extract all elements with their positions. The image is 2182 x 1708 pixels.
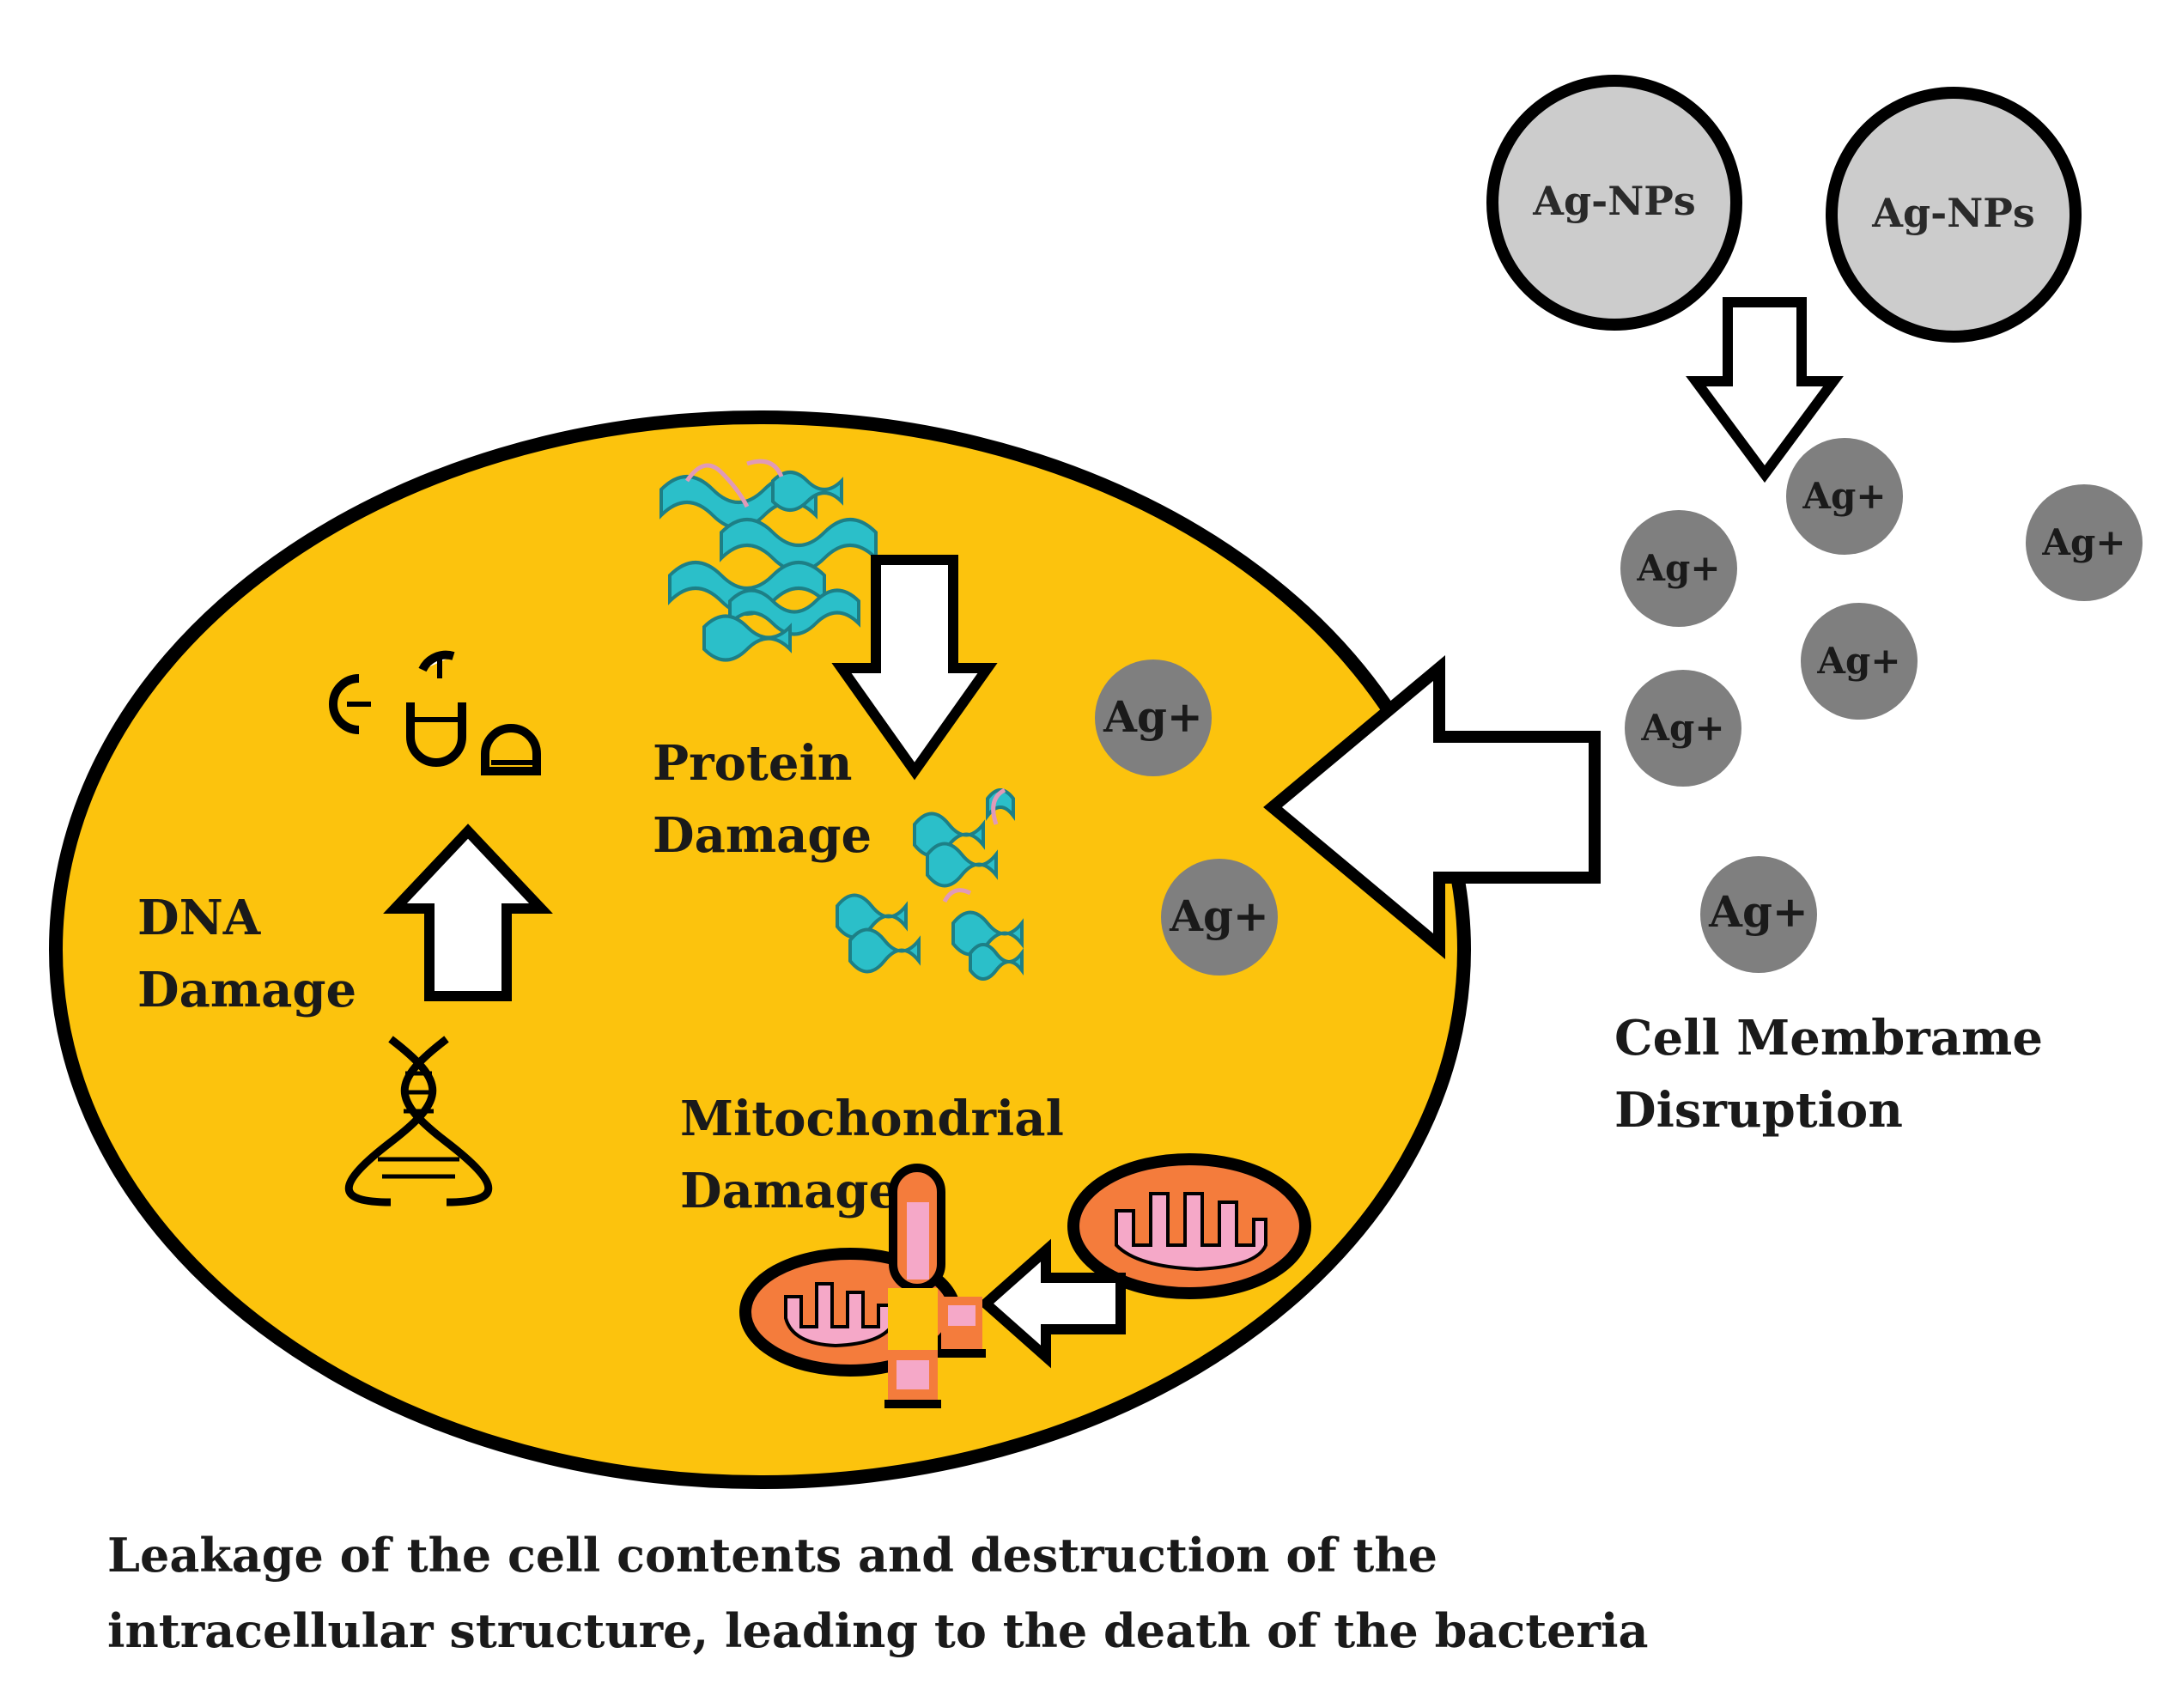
- dna-damage-label: DNA: [137, 890, 262, 946]
- ag-ion-label: Ag+: [2041, 521, 2125, 563]
- dna-damage-label: Damage: [137, 962, 356, 1018]
- membrane-disruption-label: Disruption: [1614, 1082, 1903, 1139]
- caption-line-2: intracellular structure, leading to the …: [107, 1603, 1648, 1658]
- ag-ion-label: Ag+: [1640, 707, 1724, 749]
- entry-arrow-icon: [1263, 655, 1601, 959]
- ag-ion-outside-2: Ag+: [1620, 510, 1737, 627]
- protein-damage-label: Damage: [653, 807, 872, 864]
- ag-ion-label: Ag+: [1636, 547, 1720, 589]
- caption-line-1: Leakage of the cell contents and destruc…: [107, 1528, 1437, 1583]
- damaged-mitochondrion-icon: [739, 1164, 986, 1408]
- ag-nanoparticle-2: Ag-NPs: [1826, 87, 2082, 343]
- ag-nanoparticle-label: Ag-NPs: [1871, 190, 2034, 236]
- dna-fragment-icon: [329, 650, 541, 775]
- protein-damage-label: Protein: [653, 735, 852, 792]
- ag-nanoparticle-1: Ag-NPs: [1486, 75, 1742, 331]
- ag-ion-outside-6: Ag+: [1700, 856, 1817, 973]
- ag-ion-label: Ag+: [1802, 475, 1886, 517]
- mitochondrion-icon: [1067, 1153, 1311, 1299]
- damaged-protein-icon: [836, 787, 1024, 981]
- ag-ion-outside-1: Ag+: [1786, 438, 1903, 555]
- ag-ion-label: Ag+: [1169, 890, 1269, 941]
- mitochondrial-damage-arrow-icon: [977, 1238, 1126, 1369]
- dna-damage-arrow-icon: [383, 824, 553, 1001]
- dna-helix-icon: [345, 1036, 492, 1207]
- mitochondrial-damage-label: Mitochondrial: [680, 1091, 1064, 1147]
- ag-ion-label: Ag+: [1708, 886, 1808, 937]
- ag-ion-inside-2: Ag+: [1161, 859, 1278, 976]
- ag-ion-outside-3: Ag+: [2026, 484, 2142, 601]
- ag-ion-label: Ag+: [1816, 640, 1900, 682]
- ag-ion-label: Ag+: [1103, 691, 1203, 742]
- ag-ion-outside-4: Ag+: [1801, 603, 1918, 720]
- ag-ion-outside-5: Ag+: [1625, 670, 1741, 787]
- protein-structure-icon: [659, 459, 878, 662]
- ag-ion-inside-1: Ag+: [1095, 659, 1212, 776]
- mitochondrial-damage-label: Damage: [680, 1163, 899, 1219]
- protein-damage-arrow-icon: [831, 555, 998, 781]
- release-arrow-icon: [1686, 297, 1844, 483]
- membrane-disruption-label: Cell Membrame: [1614, 1010, 2043, 1067]
- ag-nanoparticle-label: Ag-NPs: [1532, 178, 1695, 224]
